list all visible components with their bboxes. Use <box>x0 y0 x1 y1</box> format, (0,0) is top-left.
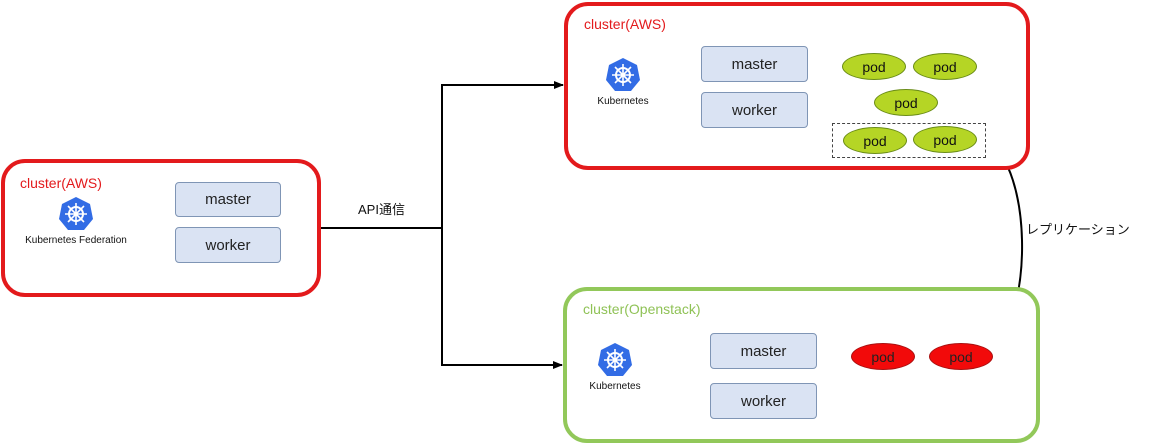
aws-worker-node: worker <box>701 92 808 128</box>
aws-replica-pod: pod <box>913 126 977 153</box>
aws-pod: pod <box>874 89 938 116</box>
openstack-kubernetes-logo: Kubernetes <box>575 342 655 392</box>
kubernetes-icon <box>598 343 632 376</box>
federation-worker-node: worker <box>175 227 281 263</box>
federation-cluster-title: cluster(AWS) <box>20 175 102 191</box>
federation-kubernetes-logo: Kubernetes Federation <box>6 196 146 246</box>
replicated-pods-group <box>832 123 986 158</box>
kubernetes-icon <box>606 58 640 91</box>
aws-kubernetes-logo: Kubernetes <box>583 57 663 107</box>
openstack-pod: pod <box>851 343 915 370</box>
openstack-cluster-title: cluster(Openstack) <box>583 301 701 317</box>
api-arrow-to-aws <box>441 81 564 228</box>
federation-master-node: master <box>175 182 281 217</box>
federation-logo-label: Kubernetes Federation <box>25 235 127 246</box>
kubernetes-icon <box>59 197 93 230</box>
api-communication-label: API通信 <box>358 202 405 217</box>
openstack-worker-node: worker <box>710 383 817 419</box>
aws-replica-pod: pod <box>843 127 907 154</box>
aws-logo-label: Kubernetes <box>597 96 649 107</box>
aws-pod: pod <box>913 53 977 80</box>
aws-pod: pod <box>842 53 906 80</box>
aws-master-node: master <box>701 46 808 82</box>
openstack-pod: pod <box>929 343 993 370</box>
openstack-logo-label: Kubernetes <box>589 381 641 392</box>
aws-cluster-title: cluster(AWS) <box>584 16 666 32</box>
openstack-master-node: master <box>710 333 817 369</box>
api-arrow-to-openstack <box>441 228 563 369</box>
replication-label: レプリケーション <box>1026 222 1130 237</box>
